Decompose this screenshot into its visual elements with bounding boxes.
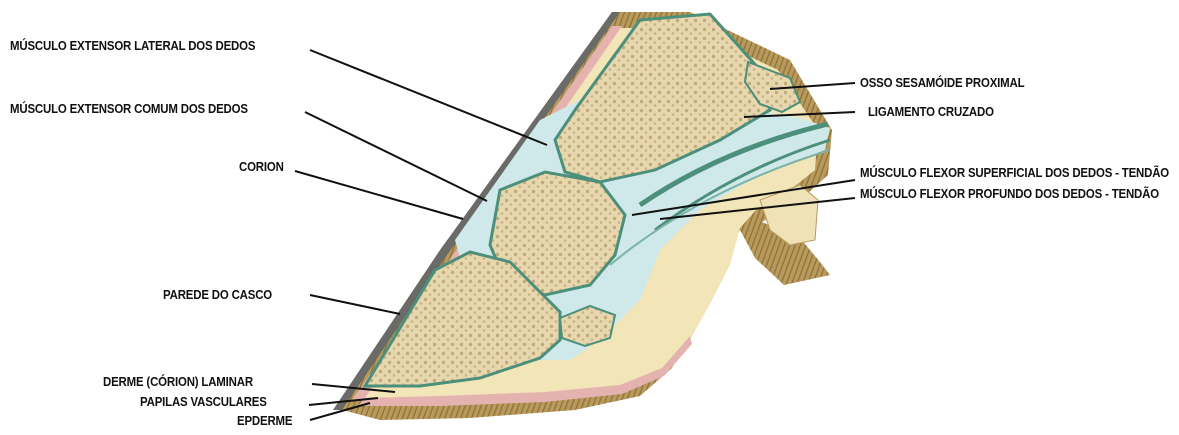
- label-corion: CORION: [239, 159, 284, 174]
- leader-extensor-comum: [305, 112, 487, 201]
- label-osso-sesamoide: OSSO SESAMÓIDE PROXIMAL: [860, 75, 1024, 90]
- label-extensor-lateral: MÚSCULO EXTENSOR LATERAL DOS DEDOS: [10, 38, 255, 53]
- label-parede-do-casco: PAREDE DO CASCO: [163, 287, 272, 302]
- label-flexor-superficial: MÚSCULO FLEXOR SUPERFICIAL DOS DEDOS - T…: [860, 165, 1169, 180]
- label-epiderme: EPDERME: [237, 413, 292, 428]
- label-derme-laminar: DERME (CÓRION) LAMINAR: [103, 374, 253, 389]
- label-ligamento-cruzado: LIGAMENTO CRUZADO: [868, 104, 994, 119]
- leader-corion: [295, 171, 463, 219]
- label-extensor-comum: MÚSCULO EXTENSOR COMUM DOS DEDOS: [10, 101, 248, 116]
- leader-parede: [310, 295, 400, 314]
- label-papilas-vasculares: PAPILAS VASCULARES: [140, 394, 267, 409]
- label-flexor-profundo: MÚSCULO FLEXOR PROFUNDO DOS DEDOS - TEND…: [860, 186, 1159, 201]
